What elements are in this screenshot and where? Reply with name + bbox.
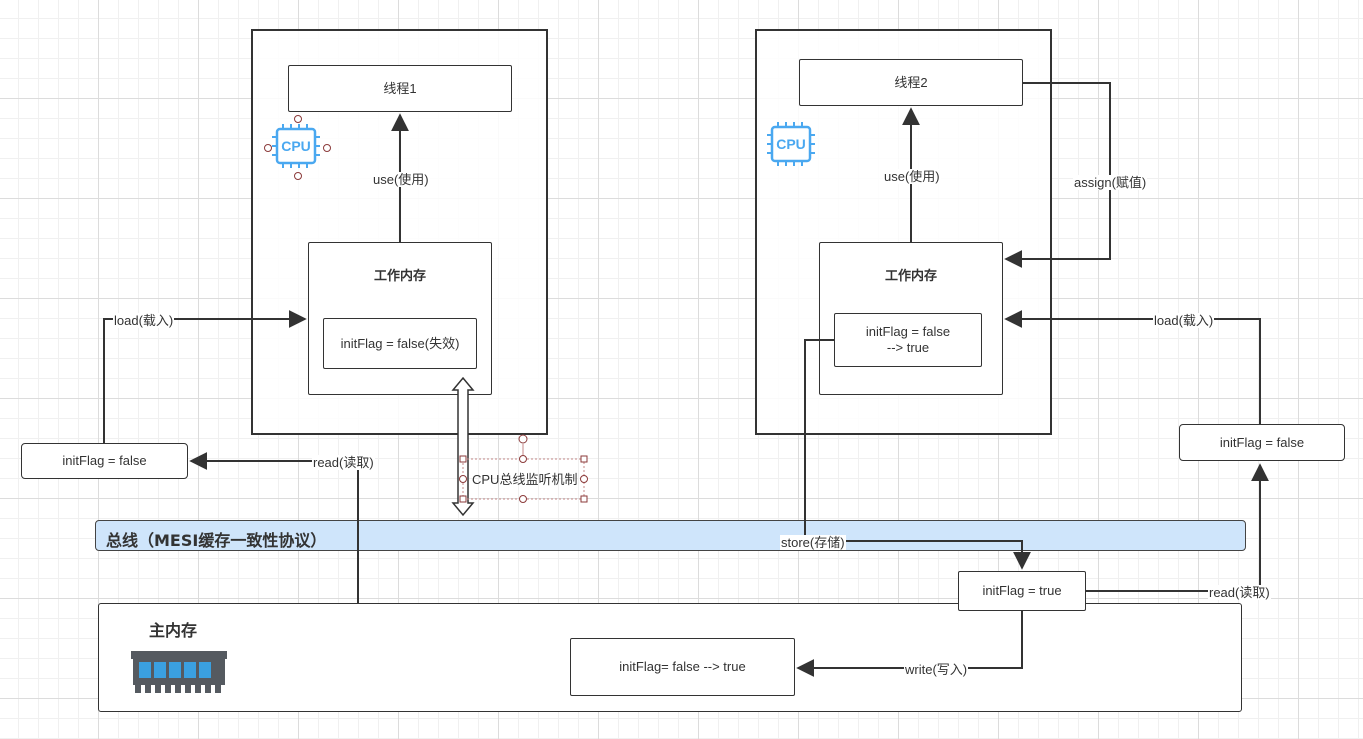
thread2-read-arrow bbox=[1086, 463, 1269, 592]
thread1-use-label: use(使用) bbox=[372, 172, 430, 187]
thread2-working-memory-title: 工作内存 bbox=[884, 268, 937, 283]
thread2-variable-line2: --> true bbox=[886, 340, 930, 355]
cpu-icon: CPU bbox=[272, 124, 320, 168]
thread2-store-label: store(存储) bbox=[780, 535, 846, 550]
thread1-read-label: read(读取) bbox=[312, 455, 375, 470]
bus-bar[interactable]: 总线（MESI缓存一致性协议） bbox=[95, 520, 1246, 551]
thread2-load-label: load(载入) bbox=[1153, 313, 1215, 328]
thread2-write-label: write(写入) bbox=[904, 662, 969, 677]
thread2-variable[interactable]: initFlag = false --> true bbox=[834, 313, 982, 367]
thread2-read-value[interactable]: initFlag = false bbox=[1179, 424, 1345, 461]
thread2-assign-arrow bbox=[1004, 82, 1111, 268]
cpu-icon-text: CPU bbox=[281, 138, 311, 154]
thread1-node[interactable]: 线程1 bbox=[288, 65, 512, 112]
cpu-icon-text: CPU bbox=[776, 136, 806, 152]
thread2-read-label: read(读取) bbox=[1208, 585, 1271, 600]
thread1-load-label: load(载入) bbox=[113, 313, 175, 328]
thread1-label: 线程1 bbox=[383, 80, 417, 96]
thread2-variable-line1: initFlag = false bbox=[865, 324, 951, 339]
thread2-node[interactable]: 线程2 bbox=[799, 59, 1023, 106]
thread1-variable[interactable]: initFlag = false(失效) bbox=[323, 318, 477, 369]
cpu-icon: CPU bbox=[767, 122, 815, 166]
store-value-text: initFlag = true bbox=[982, 583, 1062, 598]
bus-sniff-double-arrow bbox=[451, 376, 475, 517]
thread2-assign-label: assign(赋值) bbox=[1073, 175, 1148, 190]
thread2-read-value-text: initFlag = false bbox=[1219, 434, 1305, 450]
thread2-store-arrow bbox=[804, 339, 1031, 570]
thread1-read-value-text: initFlag = false bbox=[62, 453, 147, 468]
thread1-working-memory-title: 工作内存 bbox=[373, 268, 426, 283]
ram-icon bbox=[131, 651, 227, 693]
thread2-write-arrow bbox=[796, 611, 1023, 677]
thread2-label: 线程2 bbox=[894, 74, 928, 90]
selection-handles bbox=[459, 434, 588, 503]
bus-title: 总线（MESI缓存一致性协议） bbox=[106, 531, 327, 550]
main-memory-value[interactable]: initFlag= false --> true bbox=[570, 638, 795, 696]
cpu-icon-handles bbox=[264, 115, 331, 180]
thread1-variable-text: initFlag = false(失效) bbox=[340, 335, 460, 351]
main-memory-value-text: initFlag= false --> true bbox=[619, 659, 746, 674]
thread1-load-arrow bbox=[103, 310, 307, 443]
thread2-use-label: use(使用) bbox=[883, 169, 941, 184]
thread1-read-value[interactable]: initFlag = false bbox=[21, 443, 188, 479]
bus-sniff-label[interactable]: CPU总线监听机制 bbox=[472, 472, 578, 487]
main-memory-title: 主内存 bbox=[149, 621, 198, 640]
thread2-load-arrow bbox=[1004, 310, 1261, 424]
thread1-read-arrow bbox=[189, 452, 359, 603]
store-value[interactable]: initFlag = true bbox=[958, 571, 1086, 611]
